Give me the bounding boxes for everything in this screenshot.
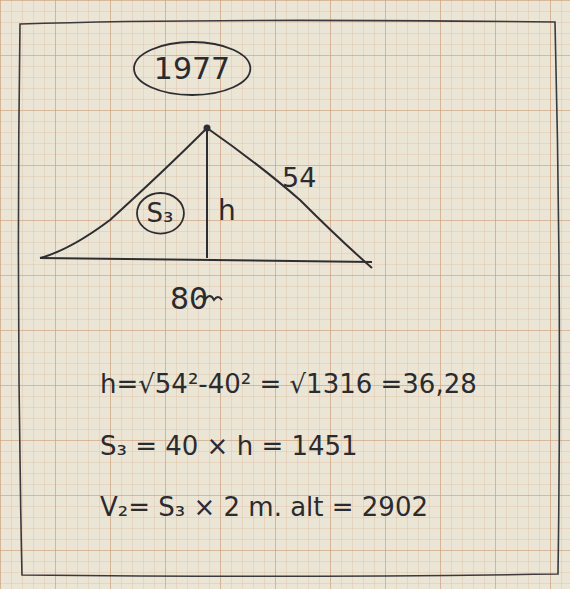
base-length: 80 [170,282,208,315]
area-equation: S₃ = 40 × h = 1451 [100,432,358,461]
circled-area-label: S₃ [135,191,186,236]
circled-year: 1977 [132,40,252,97]
height-equation: h=√54²-40² = √1316 =36,28 [100,370,477,399]
height-label: h [218,196,236,227]
handwritten-text: 1977 [154,52,230,85]
volume-equation: V₂= S₃ × 2 m. alt = 2902 [100,493,428,522]
side-length: 54 [282,163,316,193]
handwritten-text: S₃ [147,199,174,228]
